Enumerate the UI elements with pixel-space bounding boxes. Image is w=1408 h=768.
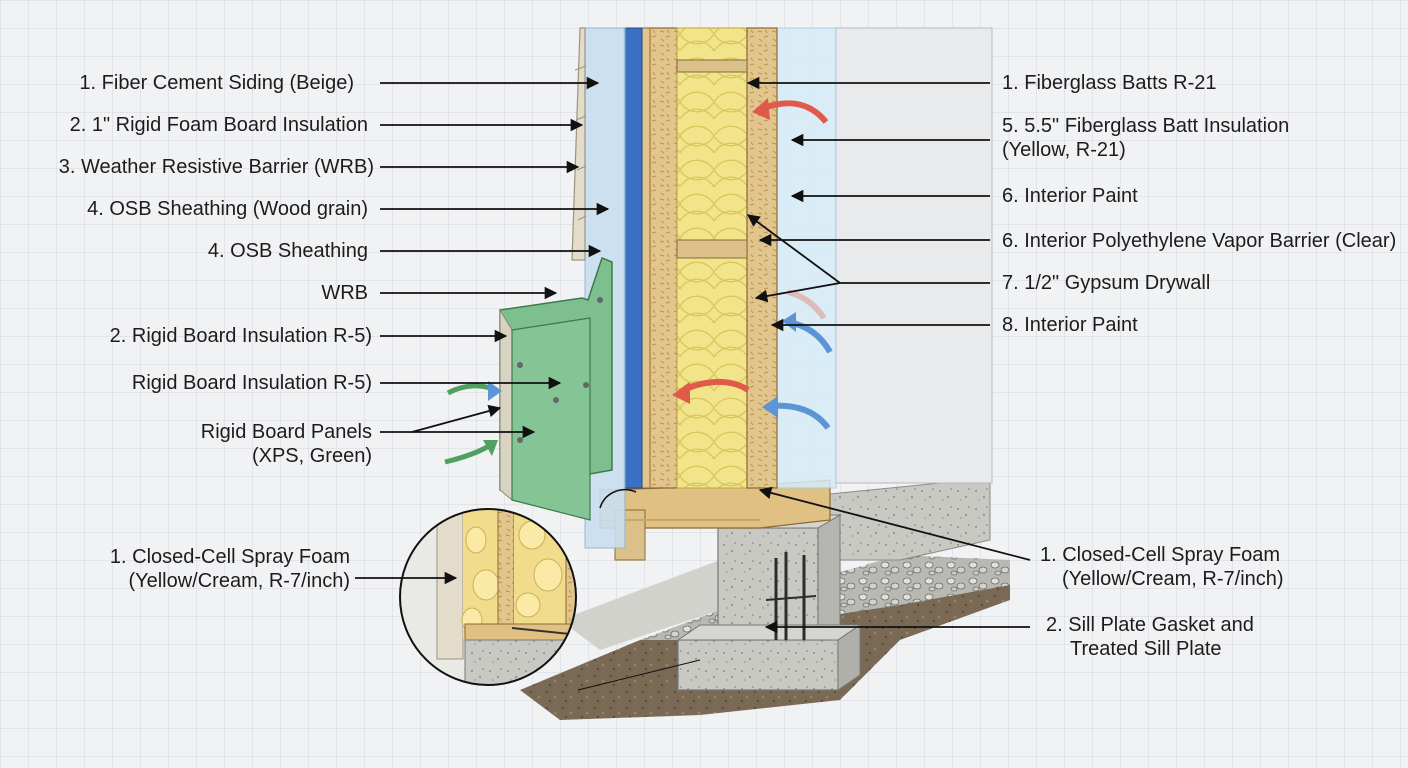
fiber-cement-siding [571,27,586,261]
label-closed-cell-spray-foam-left: 1. Closed-Cell Spray Foam (Yellow/Cream,… [110,545,350,593]
label-rigid-board-panels: Rigid Board Panels (XPS, Green) [201,420,372,468]
stud-wall [646,27,778,489]
label-interior-paint-6: 6. Interior Paint [1002,185,1138,207]
label-osb-sheathing: 4. OSB Sheathing [207,240,368,262]
label-line: 1. Closed-Cell Spray Foam [1040,544,1281,566]
label-line: 2. Sill Plate Gasket and [1046,614,1254,636]
label-line: (Yellow/Cream, R-7/inch) [1062,568,1284,590]
label-fiberglass-batts: 1. Fiberglass Batts R-21 [1002,72,1217,94]
flow-arrows [444,98,833,465]
label-gypsum-drywall: 7. 1/2" Gypsum Drywall [1002,272,1211,294]
label-line: Treated Sill Plate [1070,638,1222,660]
left-leaders [355,76,610,585]
label-fiber-cement-siding: 1. Fiber Cement Siding (Beige) [79,72,354,94]
label-line: 5. 5.5" Fiberglass Batt Insulation [1002,115,1290,137]
label-line: Rigid Board Panels [200,421,372,443]
label-wrb: WRB [321,282,368,304]
label-line: (XPS, Green) [251,445,372,467]
label-sill-plate-gasket: 2. Sill Plate Gasket and Treated Sill Pl… [1046,613,1254,661]
label-osb-sheathing-wood-grain: 4. OSB Sheathing (Wood grain) [87,198,368,220]
label-line: 1. Closed-Cell Spray Foam [109,546,350,568]
gypsum-drywall [834,27,993,484]
label-rigid-board-insulation: Rigid Board Insulation R-5) [131,372,372,394]
blue-wrb-strip [623,27,643,489]
label-line: (Yellow, R-21) [1002,139,1126,161]
label-rigid-board-insulation-r5: 2. Rigid Board Insulation R-5) [109,325,372,347]
concrete-footing [677,639,839,691]
label-rigid-foam-board: 2. 1" Rigid Foam Board Insulation [69,114,368,136]
right-leaders [746,76,1031,634]
label-vapor-barrier: 6. Interior Polyethylene Vapor Barrier (… [1002,230,1397,252]
green-arrow [444,441,494,465]
label-line: (Yellow/Cream, R-7/inch) [128,570,350,592]
label-closed-cell-spray-foam-right: 1. Closed-Cell Spray Foam (Yellow/Cream,… [1040,543,1284,591]
cool-arrow [787,289,827,320]
label-weather-resistive-barrier: 3. Weather Resistive Barrier (WRB) [58,156,374,178]
label-interior-paint-8: 8. Interior Paint [1002,314,1138,336]
label-fiberglass-batt-insulation: 5. 5.5" Fiberglass Batt Insulation (Yell… [1002,114,1289,162]
